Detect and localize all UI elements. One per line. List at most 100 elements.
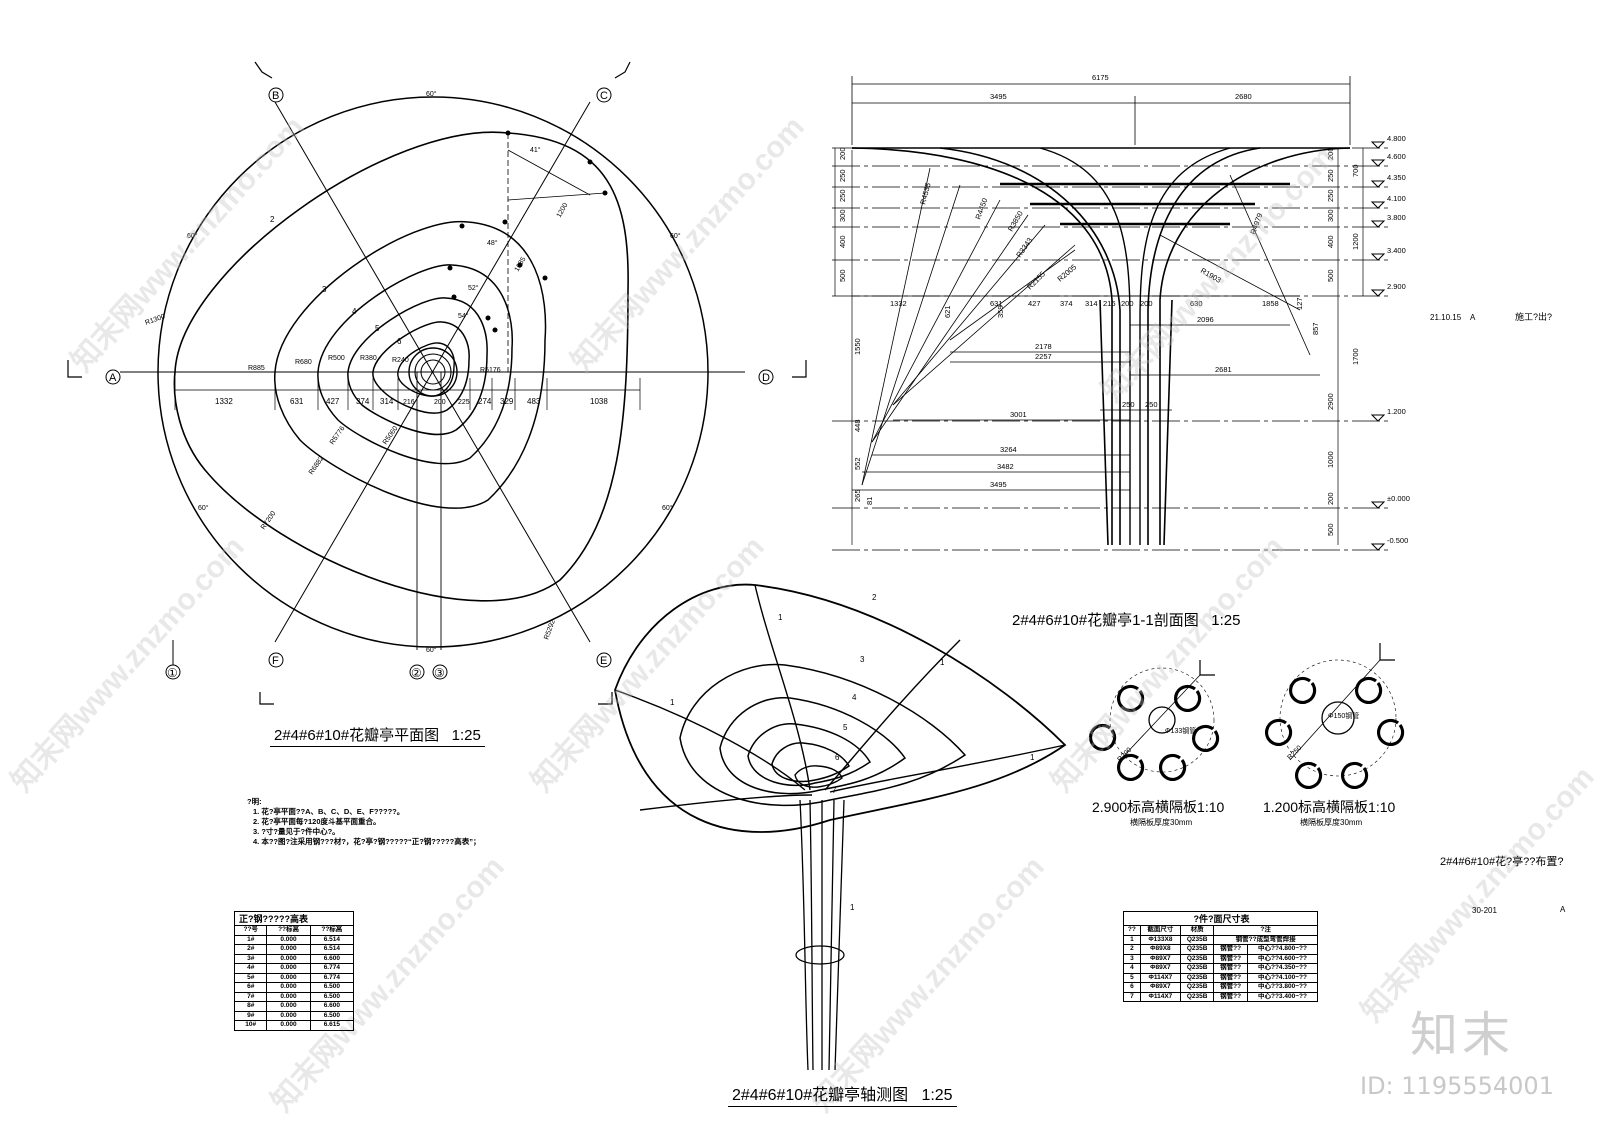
plan-dim: 225 [458,399,470,406]
table-cell: 钢管?? [1213,963,1248,974]
right-dim: 250 [1326,169,1335,182]
axis-B: B [272,90,279,102]
right-dim: 1000 [1326,451,1335,468]
table-header-cell: ??标高 [266,925,311,936]
section-radius: R4535 [918,182,932,206]
table-cell: Q235B [1180,934,1215,945]
table-cell: 3 [1123,953,1141,964]
table-cell: Φ133X8 [1139,934,1182,945]
table-header-cell: 材质 [1180,925,1215,936]
section-top-dim: 3495 [990,92,1007,101]
table-header: ?? 截面尺寸 材质 ?注 [1123,925,1318,936]
left-dim: 500 [838,269,847,282]
level: 3.400 [1387,246,1406,255]
axo-label: 1 [850,903,855,912]
table-cell: 6# [233,982,268,993]
horiz-dim: 2257 [1035,352,1052,361]
plan-radius: R5176 [480,367,501,374]
axo-label: 6 [835,753,840,762]
right-dim: 500 [1326,523,1335,536]
plan-radius: R500 [328,355,345,362]
table-cell: 6.774 [309,963,355,974]
plan-radius: R5776 [329,425,347,446]
section-radius: R2005 [1056,262,1079,283]
table-cell: 0.000 [266,991,311,1002]
vert-dim: 359 [996,305,1005,318]
table-cell: 中心??3.400~?? [1246,991,1319,1002]
table-cell: 0.000 [266,963,311,974]
right-dim: 250 [1326,189,1335,202]
table-cell: Q235B [1180,991,1215,1002]
plan-angle: 60° [426,646,437,654]
mid-dim: 1858 [1262,299,1279,308]
note-line: 1. 花?亭平面??A、B、C、D、E、F?????。 [253,807,405,816]
right-dim: 2900 [1326,393,1335,410]
plan-dim: 314 [380,397,394,406]
axonometric-view [614,583,1067,1071]
table-cell: 4# [233,963,268,974]
plan-radius: R6882 [308,455,326,476]
section-top-dim: 6175 [1092,73,1109,82]
plan-radius: R885 [248,365,265,372]
table-cell: 6.500 [309,982,355,993]
horiz-dim: 2681 [1215,365,1232,374]
table-cell: 6.514 [309,934,355,945]
ring-number: 5 [375,324,380,333]
plan-dim: 274 [478,397,492,406]
table-cell: Φ114X7 [1139,972,1182,983]
level: 3.800 [1387,213,1406,222]
table-title: 正?钢?????高表 [234,911,354,926]
plate-2900 [1089,660,1220,781]
level: 4.800 [1387,134,1406,143]
section-labels: 6175 3495 2680 4.800 4.600 4.350 4.100 3… [838,73,1552,545]
table-cell: 4 [1123,963,1141,974]
table-cell: 钢管?? [1213,972,1248,983]
mid-dim: 200 [1140,299,1153,308]
plan-angle: 41° [530,146,541,154]
sheet-title: 2#4#6#10#花?亭??布置? [1440,856,1564,868]
table-title: ?件?面尺寸表 [1123,911,1318,926]
axo-label: 3 [860,655,865,664]
plan-radius: R1300 [144,313,166,327]
table-cell: 2 [1123,944,1141,955]
table-cell: 钢管?? [1213,944,1248,955]
right-dim: 200 [1326,147,1335,160]
level: -0.500 [1387,536,1408,545]
plan-labels: A D B C F E ① ② ③ 1332 631 427 374 314 2… [109,90,770,680]
table-cell: 0.000 [266,1010,311,1021]
section-radius: R3343 [1014,236,1034,259]
plan-dim: 483 [527,397,541,406]
ring-number: 6 [397,337,402,346]
table-cell: 0.000 [266,1001,311,1012]
plate2-r: R250 [1286,745,1303,762]
level: 4.100 [1387,194,1406,203]
axo-label: 1 [1030,753,1035,762]
table-cell: Φ89X8 [1139,944,1182,955]
right-dim-b: 1700 [1351,348,1360,365]
right-dim: 200 [1326,492,1335,505]
table-cell: 0.000 [266,953,311,964]
right-dim: 500 [1326,269,1335,282]
table-cell: 6.514 [309,944,355,955]
table-header-cell: ?? [1123,925,1141,936]
table-cell: 中心??3.800~?? [1246,982,1319,993]
table-cell: 钢管?? [1213,953,1248,964]
section-title: 2#4#6#10#花瓣亭1-1剖面图 1:25 [1012,612,1241,629]
axo-label: 1 [778,613,783,622]
horiz-dim: 2096 [1197,315,1214,324]
horiz-dim: 250 [1145,400,1158,409]
table-cell: Φ89X7 [1139,963,1182,974]
table-cell: 3# [233,953,268,964]
plan-dim: 1332 [215,397,233,406]
table-cell: 6.600 [309,953,355,964]
image-id: ID: 1195554001 [1360,1072,1554,1100]
plate-labels: Φ133钢管 R200 Φ150钢管 R250 [1116,711,1359,763]
horiz-dim: 250 [1122,400,1135,409]
level: 4.350 [1387,173,1406,182]
